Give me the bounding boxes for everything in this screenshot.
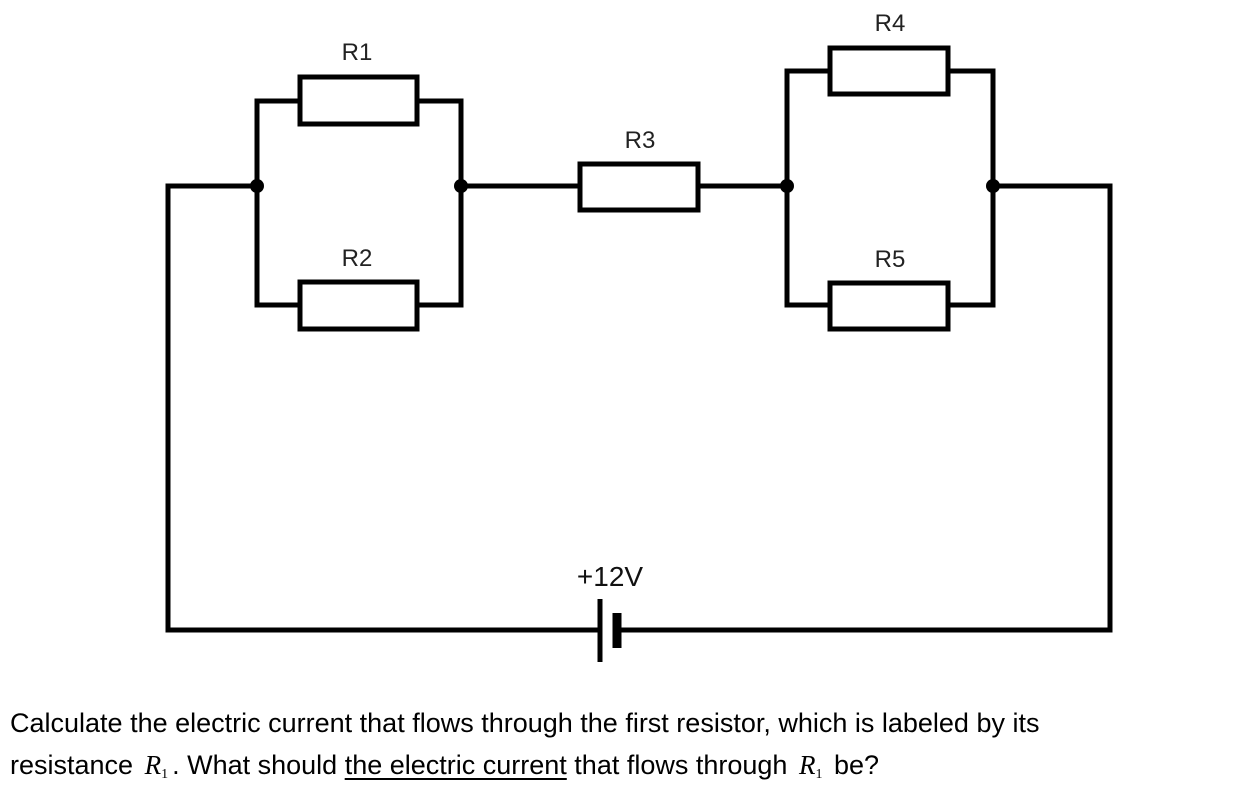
wire-r2-branch-right (414, 183, 464, 308)
wire-r4-branch (784, 68, 833, 189)
right-parallel-block: R4 R5 (780, 10, 1000, 332)
resistor-r2 (297, 279, 420, 332)
question-text: Calculate the electric current that flow… (10, 702, 1242, 796)
resistor-r4-label: R4 (875, 10, 906, 37)
resistor-r4 (827, 45, 951, 97)
variable-symbol: R (798, 750, 816, 780)
resistor-r3 (577, 161, 701, 213)
resistor-r1-label: R1 (342, 39, 373, 66)
wire-r5-branch-right (945, 183, 996, 308)
question-sentence-1: Calculate the electric current that flow… (10, 708, 1040, 738)
resistor-r2-label: R2 (342, 245, 373, 272)
question-line-1: Calculate the electric current that flow… (10, 702, 1242, 744)
question-what-should: . What should (172, 750, 338, 780)
variable-subscript: 1 (815, 767, 823, 782)
variable-r1: R1 (141, 750, 173, 782)
left-parallel-block: R1 R2 (250, 39, 468, 332)
question-line-2: resistance R1. What should the electric … (10, 744, 1242, 796)
circuit-diagram: R1 R2 R3 R4 R5 +12V (165, 10, 1113, 662)
question-resistance-word: resistance (10, 750, 134, 780)
question-be: be? (833, 750, 880, 780)
resistor-r1 (297, 74, 420, 127)
wire-r1-branch-right (414, 98, 464, 189)
battery-icon (597, 599, 622, 662)
resistor-r5-label: R5 (875, 246, 906, 273)
series-block: R3 (458, 127, 790, 213)
wire-r1-branch (254, 98, 303, 189)
variable-subscript: 1 (161, 767, 169, 782)
wire-r4-branch-right (945, 68, 996, 189)
wire-right-return (616, 183, 1113, 633)
outer-loop: +12V (165, 183, 1113, 662)
junction-node (780, 179, 794, 193)
resistor-r3-label: R3 (625, 127, 656, 154)
underlined-phrase: the electric current (344, 750, 567, 780)
variable-r1: R1 (795, 750, 827, 782)
variable-symbol: R (144, 750, 162, 780)
battery-voltage-label: +12V (577, 561, 643, 592)
wire-r2-branch (254, 183, 303, 308)
wire-r5-branch (784, 183, 833, 308)
resistor-r5 (827, 280, 951, 332)
wire-left-return (165, 183, 602, 633)
question-flows-through: that flows through (574, 750, 788, 780)
